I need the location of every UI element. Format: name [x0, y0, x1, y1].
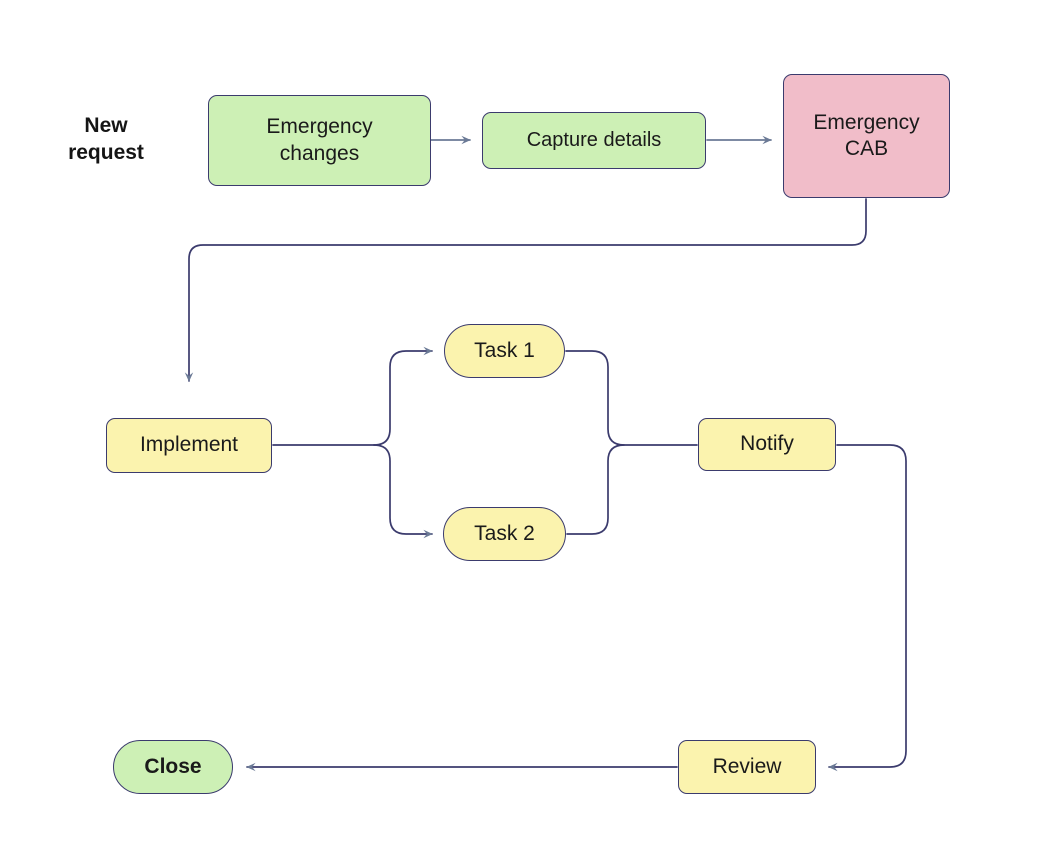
edge-task1-to-notify	[565, 350, 698, 446]
node-label-notify: Notify	[740, 432, 794, 456]
node-implement[interactable]: Implement	[106, 418, 272, 473]
node-label-review: Review	[712, 754, 782, 778]
node-label-close: Close	[144, 754, 202, 778]
node-emergency-changes[interactable]: Emergency changes	[208, 95, 431, 186]
edge-implement-to-task2	[373, 444, 433, 539]
node-label-emergency-changes: Emergency changes	[266, 115, 373, 165]
node-task-2[interactable]: Task 2	[443, 507, 566, 561]
edge-task2-to-notify	[566, 444, 625, 535]
new-request-text: New request	[68, 113, 144, 164]
node-label-emergency-cab: Emergency CAB	[813, 110, 920, 160]
node-close[interactable]: Close	[113, 740, 233, 794]
node-label-implement: Implement	[139, 433, 239, 457]
node-emergency-cab[interactable]: Emergency CAB	[783, 74, 950, 198]
node-label-capture-details: Capture details	[526, 129, 662, 151]
node-capture-details[interactable]: Capture details	[482, 112, 706, 169]
node-task-1[interactable]: Task 1	[444, 324, 565, 378]
node-notify[interactable]: Notify	[698, 418, 836, 471]
edge-implement-to-task1	[373, 346, 433, 446]
node-label-task-2: Task 2	[474, 521, 535, 545]
new-request-label: New request	[52, 106, 160, 172]
edge-notify-to-review	[828, 444, 907, 772]
node-review[interactable]: Review	[678, 740, 816, 794]
node-label-task-1: Task 1	[474, 338, 535, 362]
